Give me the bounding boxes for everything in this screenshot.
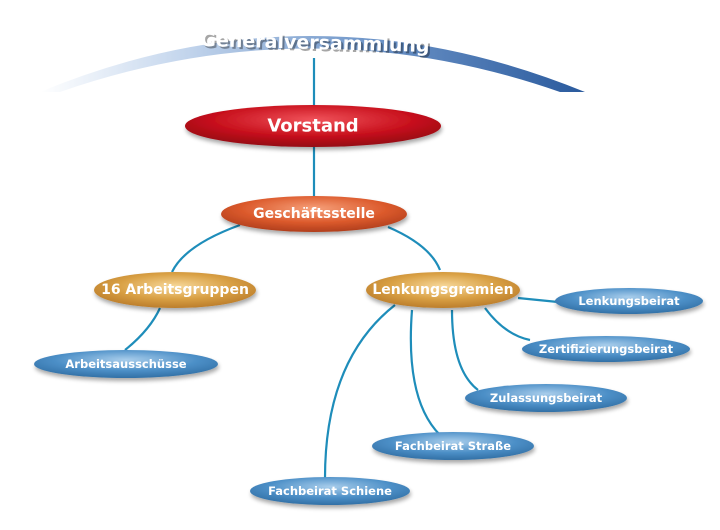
steering-label: Lenkungsgremien	[372, 282, 513, 298]
connector-steering-certification	[484, 307, 531, 342]
steering-node: Lenkungsgremien	[366, 272, 520, 308]
road-board-node: Fachbeirat Straße	[372, 432, 534, 460]
connector-workinggroups-committees	[124, 307, 162, 351]
approval-board-label: Zulassungsbeirat	[490, 391, 603, 405]
committees-label: Arbeitsausschüsse	[65, 357, 186, 371]
office-node: Geschäftsstelle	[221, 196, 407, 232]
connector-steering-rail	[323, 304, 396, 479]
board-ellipse	[185, 105, 441, 147]
working-groups-node: 16 Arbeitsgruppen	[94, 272, 256, 308]
working-groups-label: 16 Arbeitsgruppen	[101, 282, 249, 298]
approval-board-node: Zulassungsbeirat	[465, 384, 627, 412]
certification-board-ellipse	[522, 336, 690, 362]
office-label: Geschäftsstelle	[253, 206, 375, 222]
office-ellipse	[221, 196, 407, 232]
rail-board-ellipse	[250, 477, 410, 505]
certification-board-label: Zertifizierungsbeirat	[539, 342, 674, 356]
road-board-ellipse	[372, 432, 534, 460]
rail-board-label: Fachbeirat Schiene	[268, 484, 392, 498]
board-node: Vorstand	[185, 105, 441, 147]
committees-node: Arbeitsausschüsse	[34, 350, 218, 378]
road-board-label: Fachbeirat Straße	[395, 439, 511, 453]
connector-steering-road	[409, 309, 441, 436]
board-label: Vorstand	[267, 116, 358, 137]
approval-board-ellipse	[465, 384, 627, 412]
assembly-arc-band	[40, 36, 585, 92]
connector-steering-approval	[450, 309, 479, 391]
committees-ellipse	[34, 350, 218, 378]
rail-board-node: Fachbeirat Schiene	[250, 477, 410, 505]
connectors	[124, 58, 559, 479]
connector-office-workinggroups	[171, 223, 241, 273]
connector-office-steering	[387, 225, 442, 271]
working-groups-ellipse	[94, 272, 256, 308]
connector-steering-steeringboard	[517, 296, 559, 304]
steering-ellipse	[366, 272, 520, 308]
steering-board-node: Lenkungsbeirat	[555, 288, 703, 314]
steering-board-ellipse	[555, 288, 703, 314]
steering-board-label: Lenkungsbeirat	[578, 294, 680, 308]
assembly-arc: Generalversammlung Generalversammlung	[40, 29, 585, 92]
certification-board-node: Zertifizierungsbeirat	[522, 336, 690, 362]
